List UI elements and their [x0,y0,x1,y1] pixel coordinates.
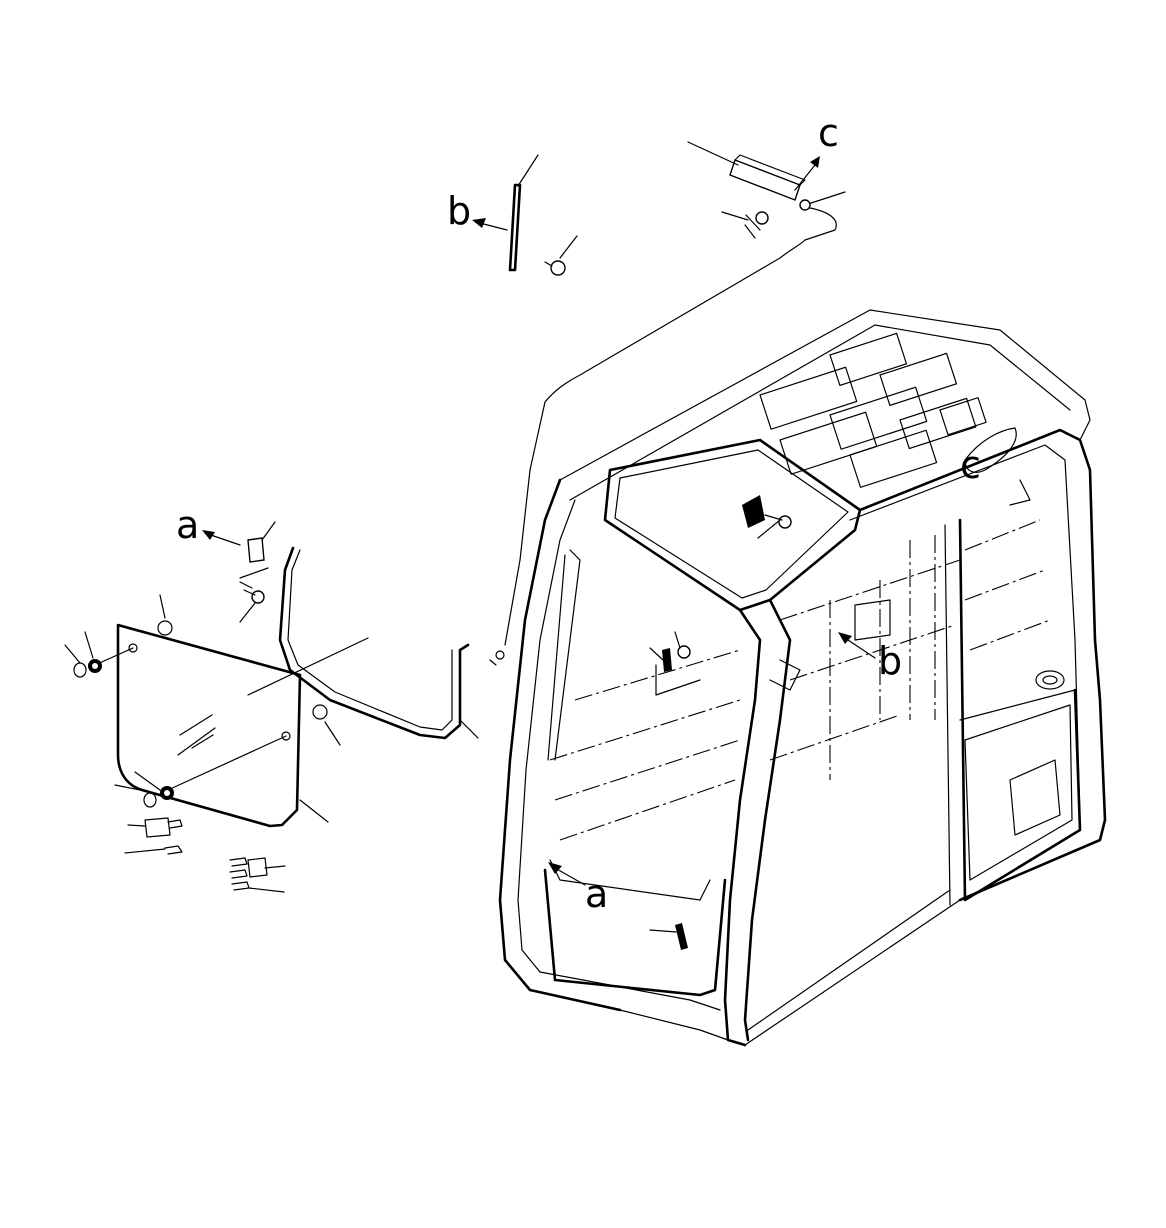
door-side-bracket [769,599,891,691]
roof-bracket-part [742,495,792,539]
label-a-cab: a [585,872,608,916]
window-seal-rubber [247,546,479,740]
lower-wiper-part [649,923,688,950]
label-c-cab: c [960,443,981,487]
front-upper-window-opening [603,438,862,612]
label-c-top: c [818,111,839,155]
small-clips [124,817,286,893]
door-handle-recess [1009,759,1061,836]
cab-frame [498,309,1107,1047]
label-b-cab: b [878,639,902,683]
label-b-top: b [447,189,471,233]
glass-fasteners [64,594,341,808]
side-window-glass [94,623,329,828]
roof-panels [759,332,987,488]
roof-antenna-bracket [964,427,1017,473]
cab-lamp-c-part [489,141,846,666]
front-glass-latch-part [649,631,701,696]
label-a-left: a [176,503,199,547]
bracket-a-part [202,521,276,623]
strip-b-part [472,154,578,276]
callout-labels: a a b b c c [176,111,981,916]
